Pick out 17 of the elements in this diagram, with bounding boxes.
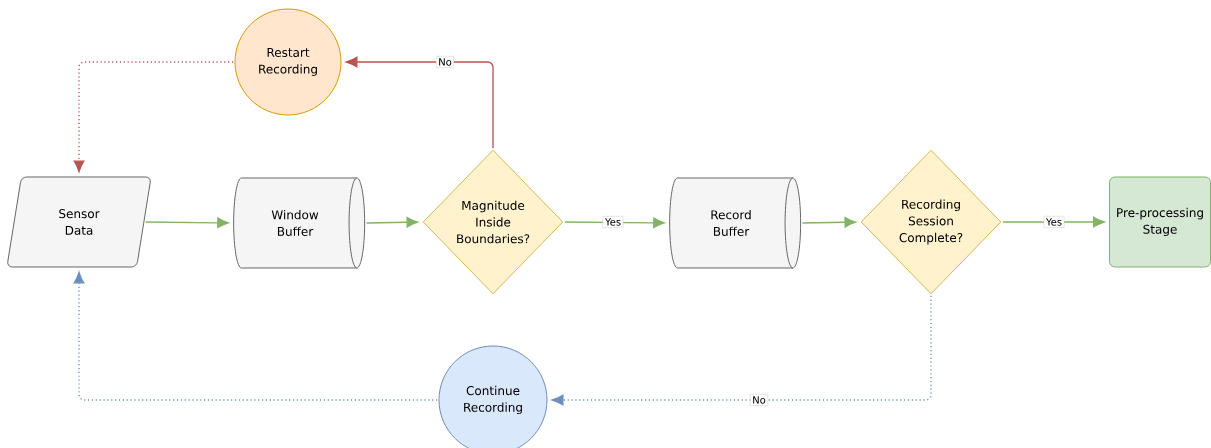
arrow xyxy=(73,61,234,173)
edge-label: Yes xyxy=(1043,216,1065,228)
storage-cylinder: Record Buffer xyxy=(669,177,802,269)
process-box: Pre-processing Stage xyxy=(1109,176,1211,268)
arrow xyxy=(1002,216,1105,228)
storage-cylinder: Window Buffer xyxy=(233,177,366,269)
arrow xyxy=(365,216,419,228)
arrow xyxy=(73,271,438,401)
arrow xyxy=(564,217,665,229)
edge-label: No xyxy=(749,394,769,406)
data-parallelogram: Sensor Data xyxy=(7,176,151,268)
arrow xyxy=(145,217,229,229)
edge-label: Yes xyxy=(602,216,624,228)
arrow xyxy=(345,56,494,149)
edge-label: No xyxy=(435,56,455,68)
arrow xyxy=(801,216,857,228)
arrow xyxy=(551,295,932,406)
